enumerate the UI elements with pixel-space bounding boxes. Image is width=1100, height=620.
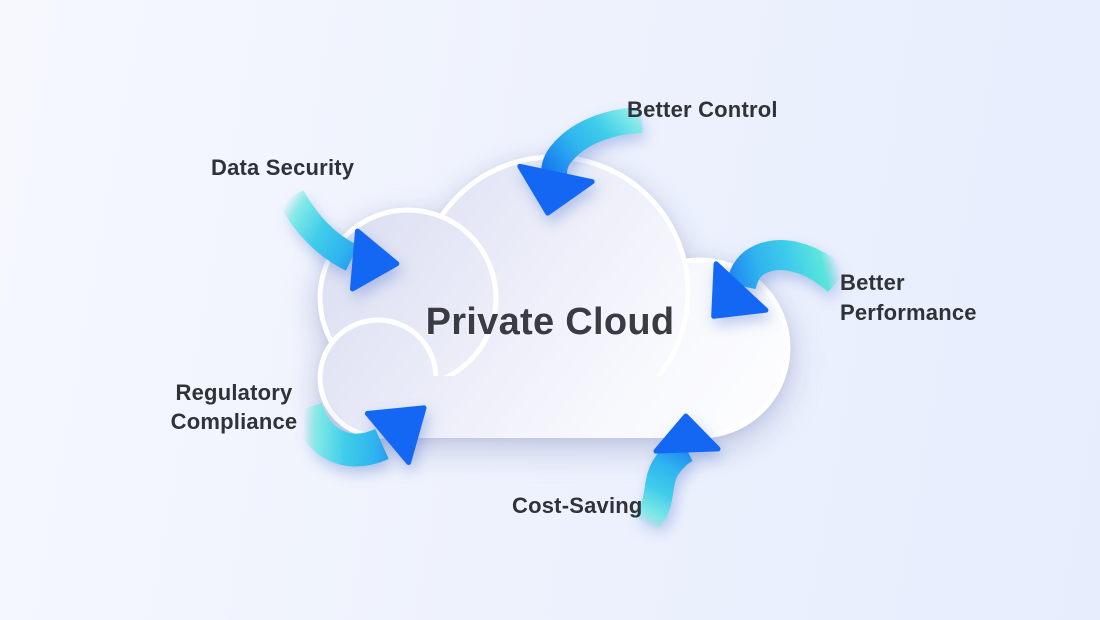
arrow-tail (631, 435, 693, 536)
cloud-title: Private Cloud (425, 301, 675, 343)
arrow-head (364, 405, 427, 465)
arrow-head (517, 163, 595, 216)
arrow-data-security (278, 189, 400, 292)
arrow-head (653, 413, 721, 454)
label-data-security: Data Security (211, 155, 355, 180)
label-better-control: Better Control (627, 97, 778, 122)
arrow-cost-saving (631, 413, 721, 536)
label-cost-saving: Cost-Saving (512, 493, 643, 518)
arrow-tail (290, 402, 389, 467)
label-better-performance: Better Performance (840, 270, 977, 325)
arrow-regulatory-compliance (290, 402, 427, 467)
arrow-head (711, 261, 769, 319)
arrow-better-performance (711, 240, 849, 319)
arrow-tail (726, 240, 849, 293)
label-regulatory-compliance: Regulatory Compliance (170, 380, 298, 434)
arrow-tail (278, 189, 359, 271)
arrow-head (350, 228, 400, 292)
arrow-tail (541, 107, 643, 175)
arrow-better-control (517, 107, 643, 216)
